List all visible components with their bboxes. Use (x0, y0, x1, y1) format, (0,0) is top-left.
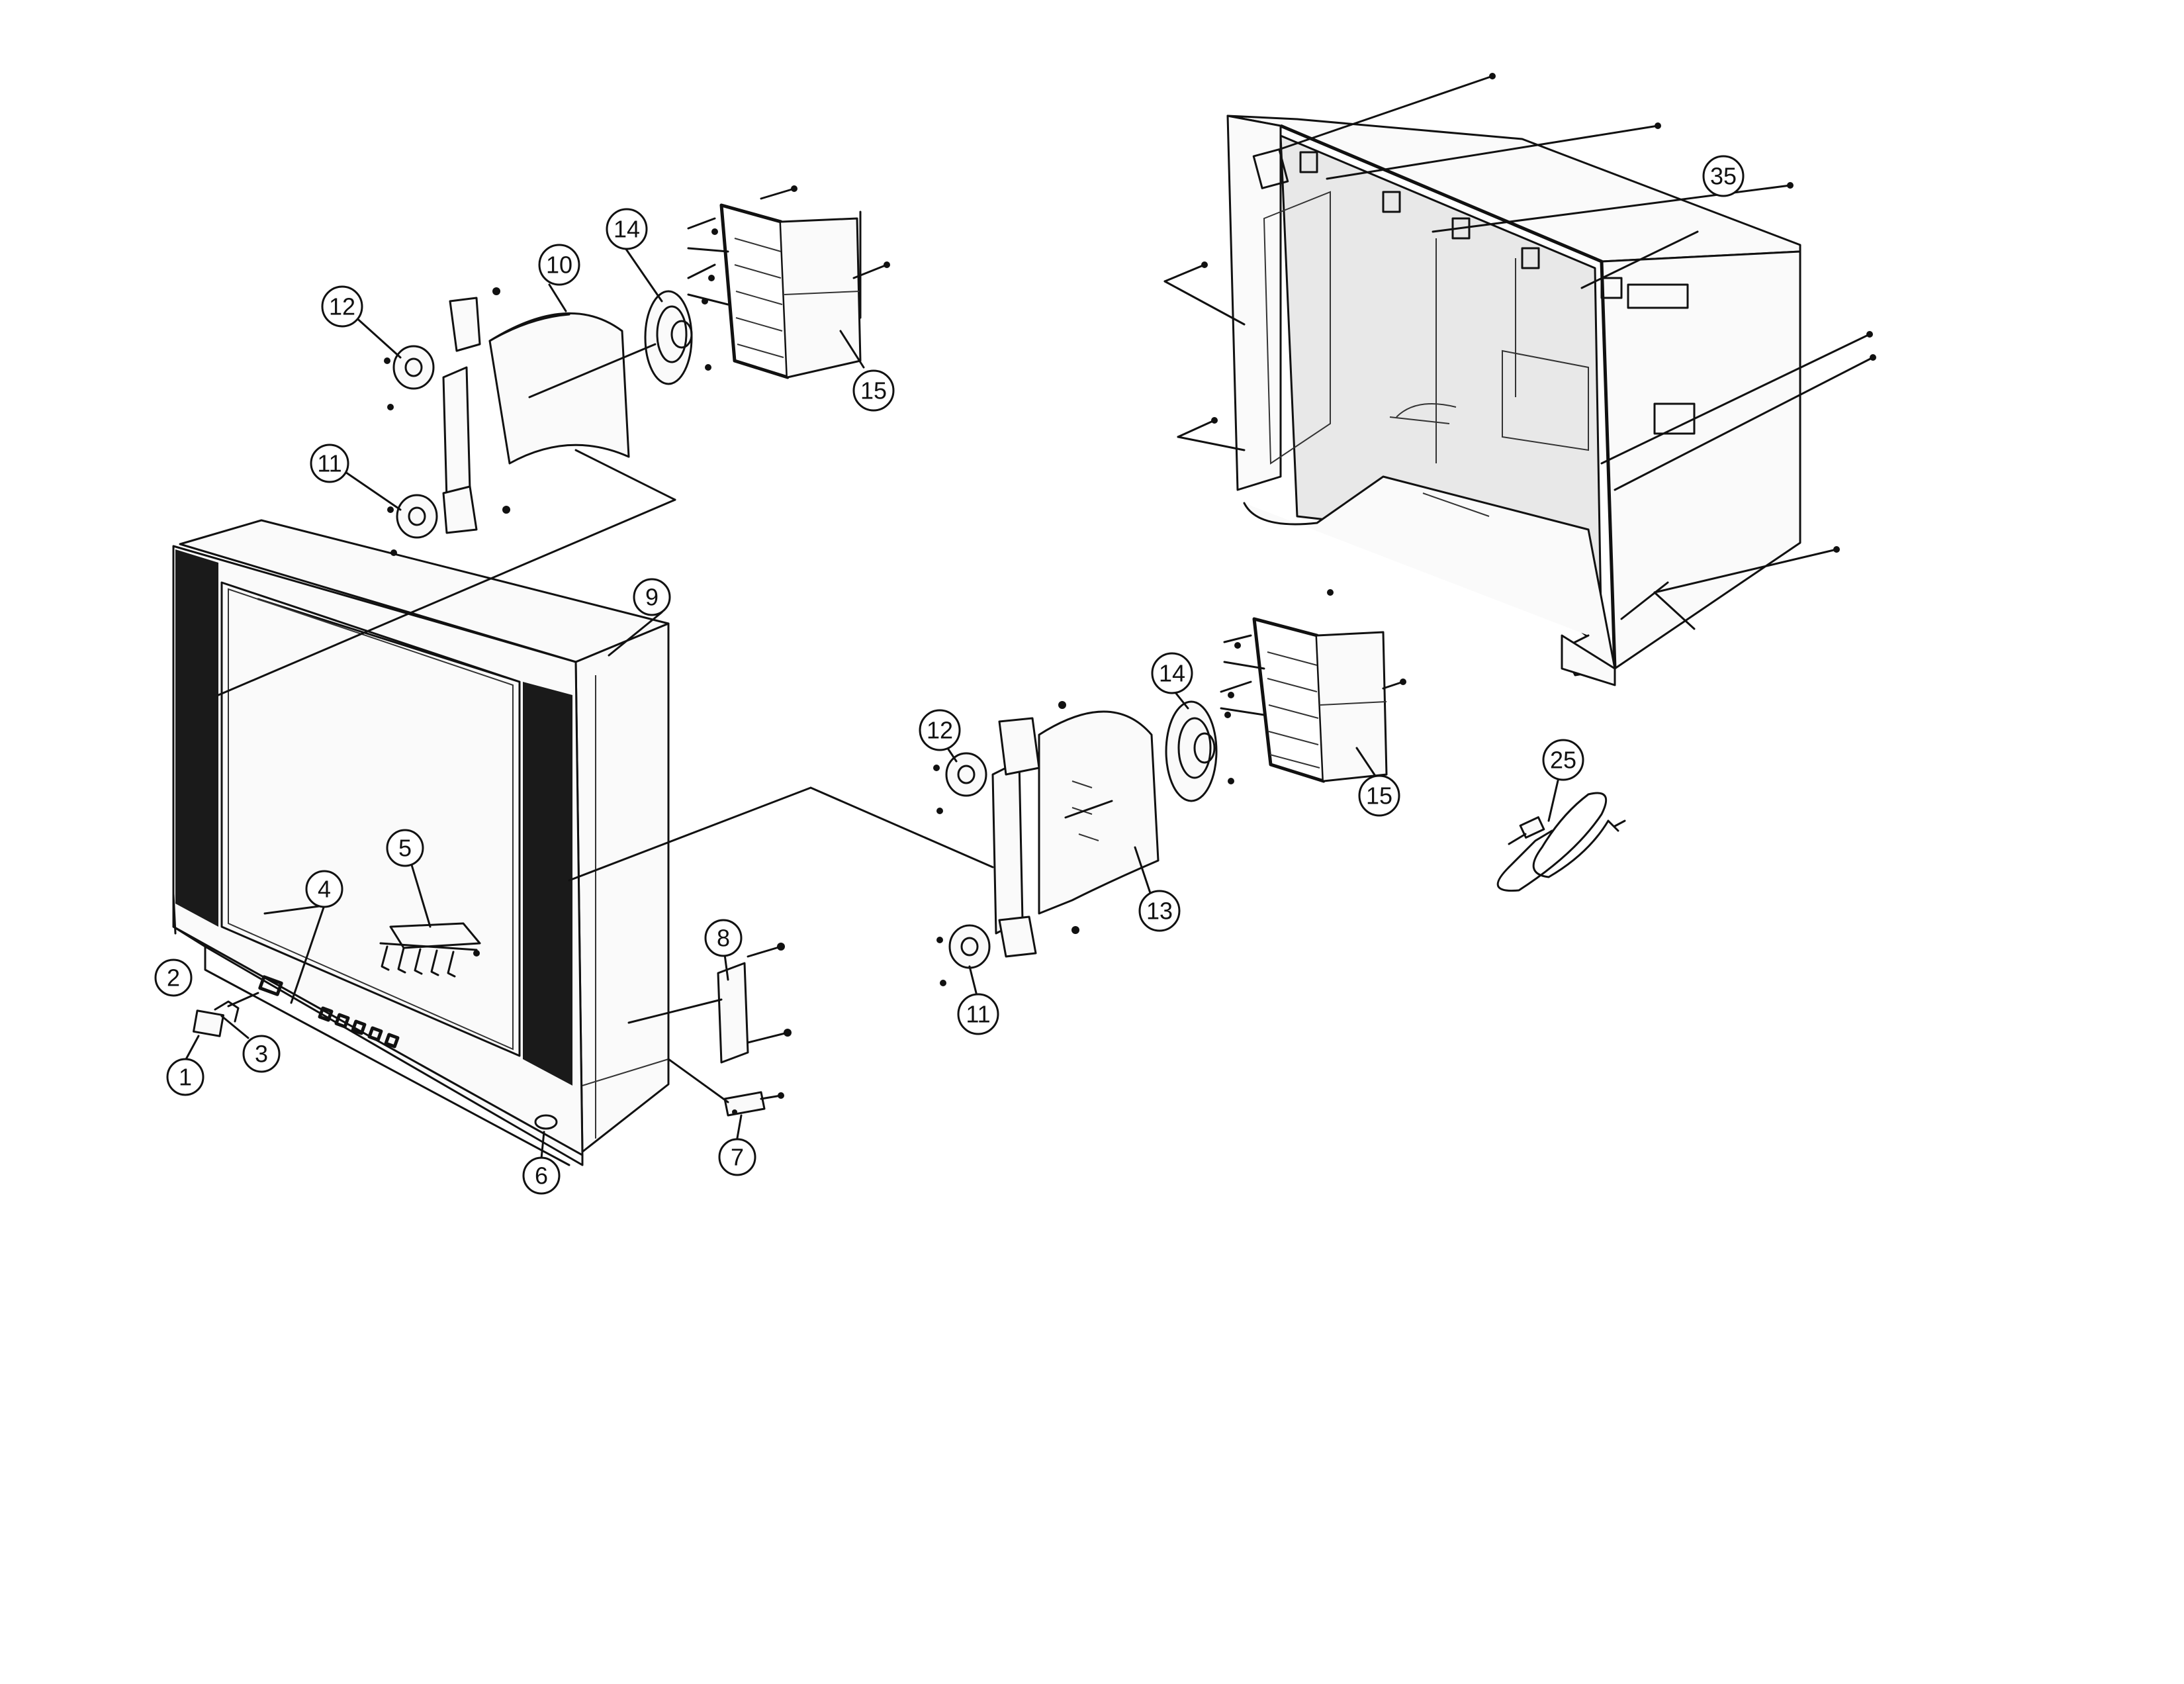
callout-14-top: 14 (606, 208, 648, 250)
callout-12-mid: 12 (919, 709, 961, 751)
callout-label: 12 (927, 717, 953, 744)
callout-11-mid: 11 (957, 993, 999, 1035)
callout-3: 3 (242, 1035, 281, 1073)
callout-label: 13 (1146, 898, 1173, 925)
callout-11-top: 11 (310, 444, 349, 483)
callout-10: 10 (538, 244, 580, 286)
callout-label: 11 (966, 1001, 990, 1028)
callout-label: 7 (731, 1144, 744, 1171)
callout-label: 3 (255, 1041, 268, 1068)
power-switch-parts-1-3 (193, 992, 259, 1037)
callout-12-top: 12 (321, 285, 363, 328)
callout-label: 8 (717, 925, 730, 952)
back-cabinet (1226, 115, 1801, 686)
callout-15-mid: 15 (1358, 774, 1400, 817)
callout-label: 14 (614, 216, 640, 243)
callout-9: 9 (633, 578, 671, 616)
callout-label: 15 (1366, 782, 1392, 810)
callout-label: 25 (1550, 747, 1576, 774)
front-cabinet (172, 519, 670, 1166)
side-panel-part-8 (717, 943, 792, 1064)
callout-label: 4 (318, 876, 331, 903)
callout-label: 6 (535, 1162, 548, 1190)
top-speaker-assembly (384, 185, 890, 556)
callout-label: 12 (329, 293, 355, 320)
callout-label: 1 (179, 1064, 192, 1091)
front-control-buttons (318, 1006, 400, 1049)
callout-6: 6 (522, 1156, 561, 1195)
power-cord-part-25 (1496, 792, 1626, 892)
callout-7: 7 (718, 1138, 756, 1176)
callout-label: 9 (645, 584, 659, 611)
callout-label: 15 (860, 377, 887, 404)
callout-14-mid: 14 (1151, 652, 1193, 694)
callout-8: 8 (704, 919, 743, 957)
callout-label: 10 (546, 252, 572, 279)
callout-15-top: 15 (852, 369, 895, 412)
mid-speaker-assembly (933, 589, 1406, 986)
callout-label: 5 (398, 835, 412, 862)
callout-5: 5 (386, 829, 424, 867)
small-board-part-7 (723, 1091, 784, 1117)
callout-2: 2 (154, 959, 193, 997)
callout-label: 35 (1710, 163, 1737, 190)
callout-label: 11 (317, 450, 341, 477)
callout-1: 1 (166, 1058, 205, 1096)
left-speaker-grille (175, 549, 218, 927)
callout-35: 35 (1702, 155, 1745, 197)
callout-label: 2 (167, 964, 180, 992)
cabinet-screws (1201, 73, 1876, 553)
callout-25: 25 (1542, 739, 1584, 781)
button-board-part-5 (379, 922, 481, 978)
callout-4: 4 (305, 870, 343, 908)
callout-label: 14 (1159, 660, 1185, 687)
right-speaker-grille (523, 682, 572, 1086)
callout-13: 13 (1138, 890, 1181, 932)
